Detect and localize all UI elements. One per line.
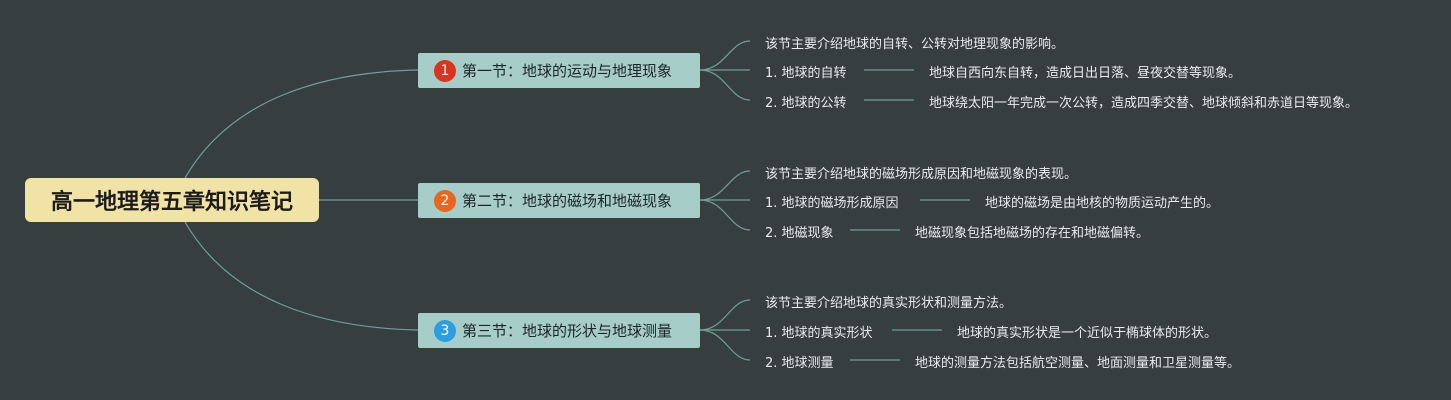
subtopic-description[interactable]: 地磁现象包括地磁场的存在和地磁偏转。 xyxy=(915,226,1150,241)
section-intro[interactable]: 该节主要介绍地球的自转、公转对地理现象的影响。 xyxy=(765,37,1065,52)
subtopic-item[interactable]: 1. 地球的自转 xyxy=(765,66,847,81)
link-root-section-1 xyxy=(184,69,419,179)
section-intro[interactable]: 该节主要介绍地球的磁场形成原因和地磁现象的表现。 xyxy=(765,167,1078,182)
section-topic-1[interactable]: 1 第一节：地球的运动与地理现象 xyxy=(418,53,700,88)
link-s3-intro xyxy=(699,299,751,331)
section-title: 第一节：地球的运动与地理现象 xyxy=(462,62,673,80)
subtopic-description[interactable]: 地球的真实形状是一个近似于椭球体的形状。 xyxy=(957,326,1218,341)
link-s1-intro xyxy=(699,40,751,71)
subtopic-description[interactable]: 地球的磁场是由地核的物质运动产生的。 xyxy=(985,196,1220,211)
link-s2-intro xyxy=(699,170,751,201)
subtopic-item[interactable]: 2. 地球的公转 xyxy=(765,96,847,111)
link-s3-item2 xyxy=(699,329,751,361)
subtopic-item[interactable]: 1. 地球的磁场形成原因 xyxy=(765,196,899,211)
subtopic-description[interactable]: 地球自西向东自转，造成日出日落、昼夜交替等现象。 xyxy=(929,66,1242,81)
number-badge-icon: 1 xyxy=(434,59,456,82)
subtopic-description[interactable]: 地球的测量方法包括航空测量、地面测量和卫星测量等。 xyxy=(915,356,1241,371)
section-intro[interactable]: 该节主要介绍地球的真实形状和测量方法。 xyxy=(765,296,1013,311)
subtopic-description[interactable]: 地球绕太阳一年完成一次公转，造成四季交替、地球倾斜和赤道日等现象。 xyxy=(929,96,1359,111)
section-title: 第二节：地球的磁场和地磁现象 xyxy=(462,192,673,210)
link-root-section-3 xyxy=(184,221,419,331)
subtopic-item[interactable]: 2. 地球测量 xyxy=(765,356,834,371)
section-topic-3[interactable]: 3 第三节：地球的形状与地球测量 xyxy=(418,313,700,348)
root-title: 高一地理第五章知识笔记 xyxy=(50,190,293,215)
root-topic[interactable]: 高一地理第五章知识笔记 xyxy=(25,178,319,222)
number-badge-icon: 3 xyxy=(434,319,456,342)
link-s1-item2 xyxy=(699,69,751,101)
section-topic-2[interactable]: 2 第二节：地球的磁场和地磁现象 xyxy=(418,183,700,218)
number-badge-icon: 2 xyxy=(434,189,456,212)
subtopic-item[interactable]: 2. 地磁现象 xyxy=(765,226,834,241)
section-title: 第三节：地球的形状与地球测量 xyxy=(462,322,673,340)
subtopic-item[interactable]: 1. 地球的真实形状 xyxy=(765,326,873,341)
link-s2-item2 xyxy=(699,199,751,231)
